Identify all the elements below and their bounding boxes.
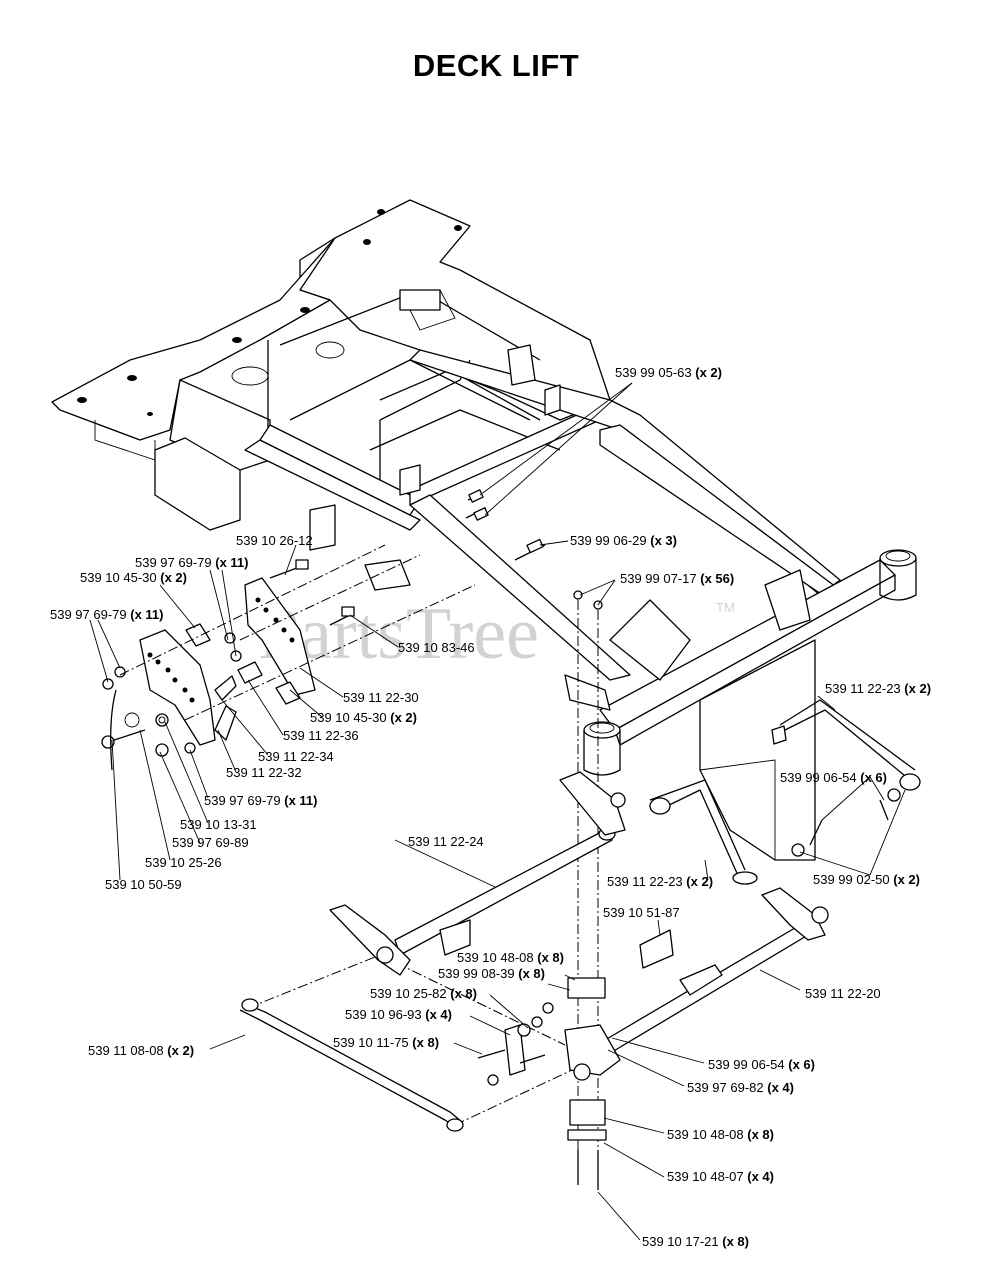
callout-label: 539 10 25-26 [145,855,222,870]
callout-label: 539 10 45-30 (x 2) [80,570,187,585]
callout-label: 539 10 96-93 (x 4) [345,1007,452,1022]
callout-label: 539 10 48-08 (x 8) [667,1127,774,1142]
assembly-lines [119,544,599,1190]
callout-label: 539 10 51-87 [603,905,680,920]
callout-label: 539 11 08-08 (x 2) [88,1043,194,1058]
callout-label: 539 11 22-23 (x 2) [607,874,713,889]
page-title: DECK LIFT [412,48,580,83]
callout-label: 539 10 26-12 [236,533,313,548]
callout-label: 539 97 69-89 [172,835,249,850]
callout-label: 539 99 06-54 (x 6) [780,770,887,785]
callout-label: 539 99 08-39 (x 8) [438,966,545,981]
left-lift-bracket-assembly [101,559,355,771]
callout-label: 539 99 05-63 (x 2) [615,365,722,380]
callout-label: 539 10 17-21 (x 8) [642,1234,749,1249]
callout-labels: 539 99 05-63 (x 2) 539 99 06-29 (x 3) 53… [50,365,931,1249]
main-frame [51,199,917,861]
callout-label: 539 10 48-07 (x 4) [667,1169,774,1184]
callout-label: 539 11 22-34 [258,749,334,764]
callout-label: 539 10 48-08 (x 8) [457,950,564,965]
callout-label: 539 99 06-29 (x 3) [570,533,677,548]
callout-label: 539 10 50-59 [105,877,182,892]
callout-label: 539 99 07-17 (x 56) [620,571,734,586]
watermark-tm: TM [716,600,735,615]
callout-label: 539 11 22-24 [408,834,484,849]
callout-label: 539 97 69-79 (x 11) [204,793,318,808]
callout-label: 539 97 69-79 (x 11) [135,555,249,570]
callout-label: 539 11 22-32 [226,765,302,780]
callout-label: 539 99 02-50 (x 2) [813,872,920,887]
callout-label: 539 11 22-23 (x 2) [825,681,931,696]
callout-label: 539 97 69-79 (x 11) [50,607,164,622]
callout-label: 539 10 25-82 (x 8) [370,986,477,1001]
callout-label: 539 10 83-46 [398,640,475,655]
lift-arms [239,590,921,1190]
callout-label: 539 11 22-30 [343,690,419,705]
callout-label: 539 11 22-36 [283,728,359,743]
callout-label: 539 99 06-54 (x 6) [708,1057,815,1072]
callout-label: 539 10 45-30 (x 2) [310,710,417,725]
callout-label: 539 97 69-82 (x 4) [687,1080,794,1095]
callout-label: 539 10 13-31 [180,817,257,832]
callout-label: 539 11 22-20 [805,986,881,1001]
leader-lines [89,382,906,1241]
callout-label: 539 10 11-75 (x 8) [333,1035,439,1050]
